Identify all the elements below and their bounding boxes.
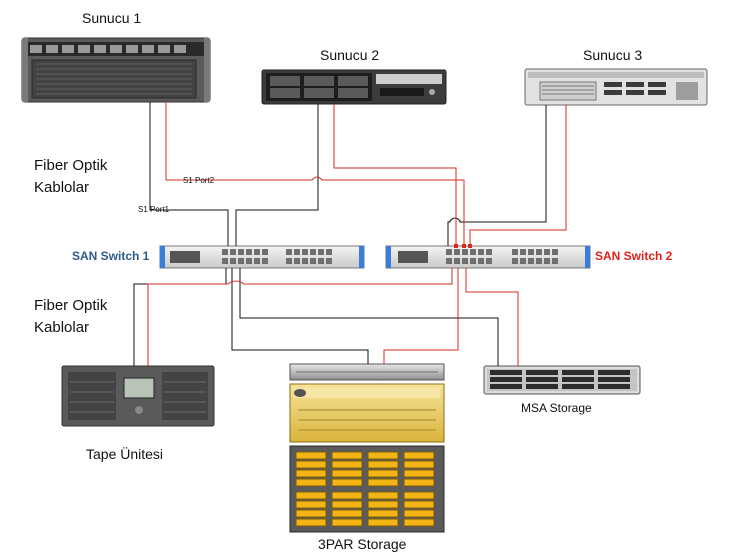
threepar-drive-bay	[295, 460, 327, 469]
threepar-drive-bay	[295, 491, 327, 500]
threepar-drive-bay	[367, 469, 399, 478]
server-1-chassis	[21, 37, 211, 103]
msa-drive-bay	[490, 384, 522, 389]
cable-s2-switch2	[333, 104, 457, 246]
threepar-drive-bay	[295, 509, 327, 518]
msa-drive-bay	[526, 370, 558, 375]
threepar-drive-bay	[331, 451, 363, 460]
msa-drive-bay	[526, 377, 558, 382]
msa-drive-bay	[562, 377, 594, 382]
threepar-drive-bay	[331, 500, 363, 509]
msa-drive-bay	[598, 370, 630, 375]
threepar-drive-bays	[295, 451, 435, 527]
server-3-label: Sunucu 3	[583, 47, 643, 63]
fiber-cable-label-bottom-line2: Kablolar	[34, 319, 90, 336]
threepar-drive-bay	[295, 500, 327, 509]
fabric-a-cables	[133, 102, 547, 366]
san-switch-1-chassis	[159, 245, 365, 269]
threepar-drive-bay	[403, 500, 435, 509]
cable-s1-port1	[149, 102, 229, 246]
threepar-drive-bay	[403, 478, 435, 487]
msa-storage-label: MSA Storage	[521, 401, 592, 415]
fiber-cable-label-bottom-line1: Fiber Optik	[34, 297, 108, 314]
fiber-cable-label-top: Fiber Optik Kablolar	[34, 155, 107, 199]
cable-switch2-3par	[383, 268, 459, 364]
threepar-drive-bay	[295, 469, 327, 478]
threepar-drive-bay	[403, 469, 435, 478]
threepar-drive-bay	[331, 491, 363, 500]
threepar-drive-bay	[367, 451, 399, 460]
port-label-s1-port2: S1 Port2	[183, 176, 215, 185]
fiber-cable-label-top-line2: Kablolar	[34, 179, 90, 196]
threepar-drive-bay	[367, 509, 399, 518]
fabric-b-cables	[147, 102, 567, 366]
threepar-drive-bay	[295, 451, 327, 460]
threepar-drive-bay	[403, 518, 435, 527]
cable-s3-switch2-red	[469, 105, 567, 246]
threepar-drive-bay	[367, 518, 399, 527]
fiber-cable-label-top-line1: Fiber Optik	[34, 157, 108, 174]
server-2-label: Sunucu 2	[320, 47, 380, 63]
threepar-drive-bay	[331, 518, 363, 527]
msa-drive-bay	[490, 370, 522, 375]
msa-drive-bay	[526, 384, 558, 389]
fiber-cable-label-bottom: Fiber Optik Kablolar	[34, 295, 107, 339]
cable-switch1-3par	[231, 268, 369, 364]
threepar-drive-bay	[331, 478, 363, 487]
san-switch-2-chassis	[385, 245, 591, 269]
port-label-s1-port1: S1 Port1	[138, 205, 170, 214]
server-1-label: Sunucu 1	[82, 10, 142, 26]
threepar-drive-bay	[367, 500, 399, 509]
cable-switch2-msa	[465, 268, 519, 366]
threepar-drive-bay	[331, 460, 363, 469]
cable-switch1-msa	[239, 268, 499, 366]
threepar-drive-bay	[403, 460, 435, 469]
threepar-drive-bay	[367, 491, 399, 500]
msa-drive-bays	[490, 370, 630, 389]
san-switch-2-label: SAN Switch 2	[595, 249, 673, 263]
threepar-drive-bay	[331, 469, 363, 478]
msa-drive-bay	[562, 370, 594, 375]
threepar-drive-bay	[295, 478, 327, 487]
threepar-storage-label: 3PAR Storage	[318, 536, 407, 552]
san-switch-1-label: SAN Switch 1	[72, 249, 150, 263]
threepar-drive-bay	[331, 509, 363, 518]
switch-connector-dots	[454, 244, 472, 248]
tape-unit-chassis	[61, 365, 215, 427]
tape-unit-label: Tape Ünitesi	[86, 446, 164, 462]
cable-switch2-tape	[147, 268, 453, 366]
threepar-drive-bay	[403, 509, 435, 518]
threepar-drive-bay	[367, 478, 399, 487]
server-3-chassis	[524, 68, 708, 106]
msa-drive-bay	[598, 384, 630, 389]
cable-s1-port2	[165, 102, 465, 246]
msa-drive-bay	[490, 377, 522, 382]
threepar-storage-chassis	[289, 363, 445, 533]
cable-s2-switch1	[235, 104, 319, 246]
threepar-drive-bay	[403, 491, 435, 500]
threepar-drive-bay	[295, 518, 327, 527]
msa-drive-bay	[562, 384, 594, 389]
threepar-drive-bay	[403, 451, 435, 460]
threepar-drive-bay	[367, 460, 399, 469]
msa-drive-bay	[598, 377, 630, 382]
cable-s3-switch2	[447, 105, 547, 246]
server-2-chassis	[261, 69, 447, 105]
